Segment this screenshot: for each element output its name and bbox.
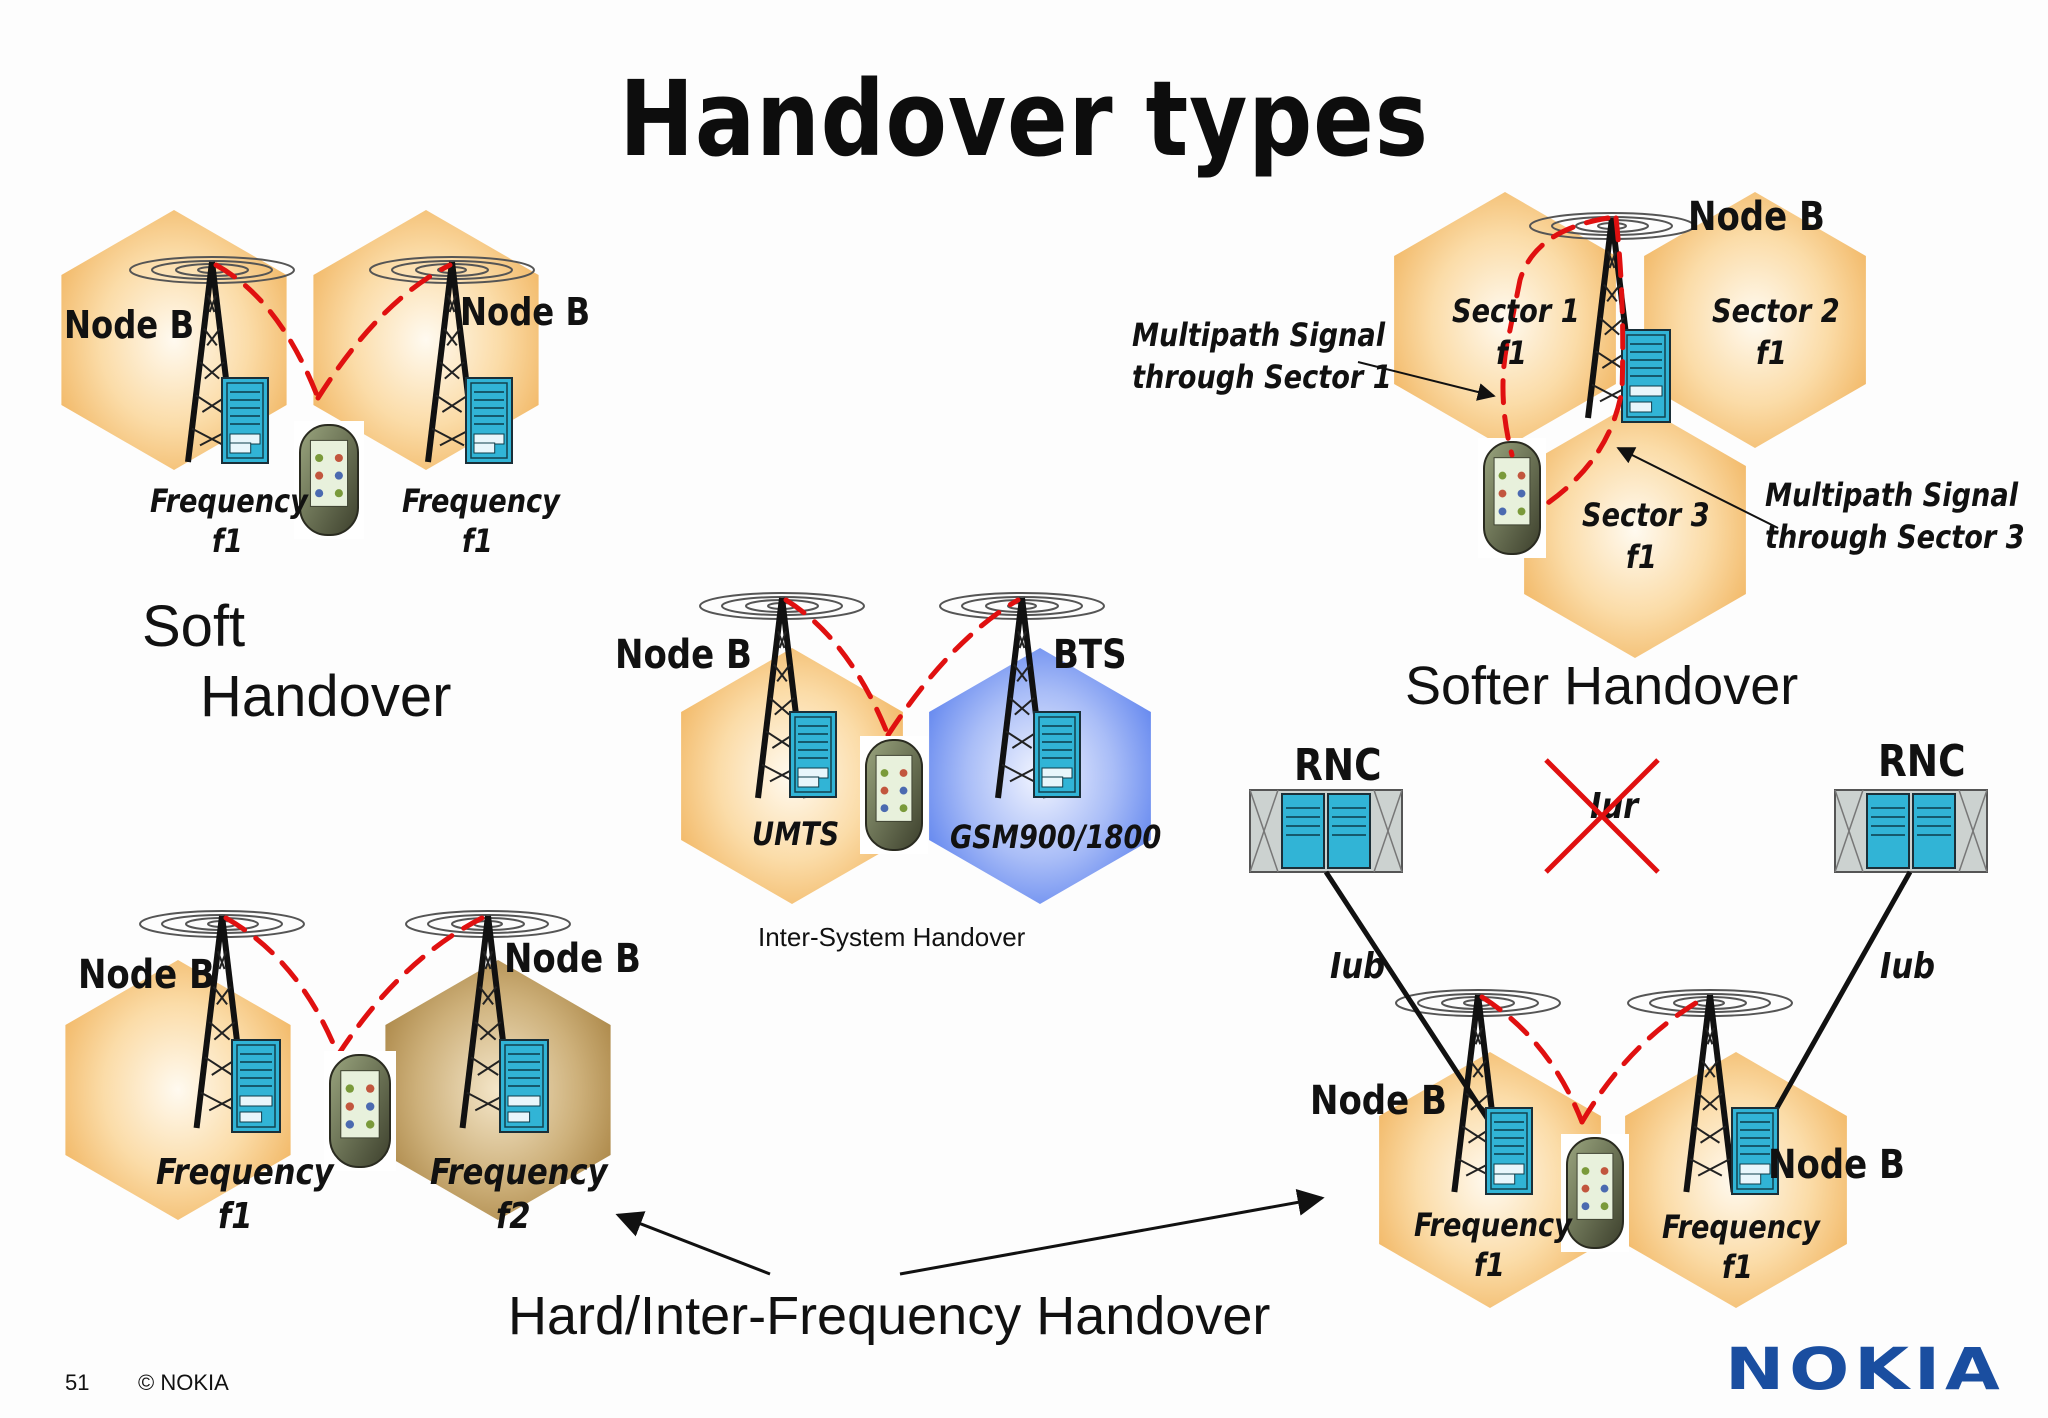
- rnc-phone: [1561, 1134, 1629, 1252]
- rnc-right-freq-value: f1: [1722, 1249, 1753, 1287]
- softer-cabinet: [1621, 329, 1671, 423]
- multipath3-arrow: [1616, 447, 1779, 529]
- left-iub-link: [1323, 870, 1503, 1140]
- hard-left-signal: [223, 915, 341, 1058]
- right-iub-link: [1757, 870, 1913, 1140]
- intersystem-phone: [860, 736, 928, 854]
- soft-left-signal: [213, 262, 321, 401]
- rnc-right-signal: [1579, 994, 1709, 1125]
- rnc-left-freq-label: Frequency: [1414, 1207, 1573, 1245]
- hard-phone: [324, 1051, 396, 1171]
- iur-cross-line-b: [1544, 758, 1660, 874]
- rnc-left-cabinet: [1485, 1107, 1533, 1195]
- softer-sector2-freq: f1: [1756, 335, 1787, 373]
- left-iub-label: Iub: [1330, 945, 1385, 987]
- rnc-right-freq-label: Frequency: [1662, 1209, 1821, 1247]
- copyright: © NOKIA: [138, 1370, 229, 1395]
- hard-left-freq-label: Frequency: [156, 1151, 335, 1193]
- softer-phone: [1478, 438, 1546, 558]
- soft-right-cabinet: [465, 377, 513, 464]
- rnc-left-signal: [1479, 994, 1585, 1125]
- slide-title: Handover types: [619, 58, 1429, 180]
- soft-left-freq-value: f1: [212, 523, 243, 561]
- rnc-right-node: Node B: [1768, 1141, 1905, 1187]
- hard-left-freq-value: f1: [218, 1195, 253, 1237]
- intersystem-left-node: Node B: [615, 631, 752, 677]
- rnc-right-cabinet: [1731, 1107, 1779, 1195]
- multipath1-line1: Multipath Signal: [1132, 317, 1386, 355]
- multipath1-line2: through Sector 1: [1132, 359, 1392, 397]
- softer-sector3-cell: [1524, 402, 1746, 658]
- left-rnc-label: RNC: [1294, 739, 1382, 791]
- softer-sector3-signal: [1542, 215, 1626, 508]
- soft-phone: [294, 421, 364, 539]
- umts-tower: [699, 592, 865, 799]
- intersystem-caption: Inter-System Handover: [758, 922, 1026, 952]
- hard-arrow-right: [899, 1189, 1325, 1276]
- gsm-label: GSM900/1800: [950, 819, 1161, 857]
- rnc-right-tower: [1627, 989, 1793, 1193]
- hard-arrow-left: [615, 1211, 771, 1276]
- softer-sector1-signal: [1500, 215, 1611, 458]
- intersystem-left-signal: [783, 597, 891, 738]
- soft-right-freq-label: Frequency: [402, 483, 561, 521]
- multipath1-arrow: [1357, 361, 1496, 401]
- softer-node-label: Node B: [1688, 193, 1825, 239]
- hard-right-signal: [335, 915, 485, 1058]
- left-rnc-equipment: [1249, 789, 1403, 873]
- rnc-left-freq-value: f1: [1474, 1247, 1505, 1285]
- right-rnc-equipment: [1834, 789, 1988, 873]
- gsm-cabinet: [1033, 711, 1081, 798]
- umts-cabinet: [789, 711, 837, 798]
- hard-right-node: Node B: [504, 935, 641, 981]
- soft-right-freq-value: f1: [462, 523, 493, 561]
- right-iub-label: Iub: [1880, 945, 1935, 987]
- multipath3-line2: through Sector 3: [1765, 519, 2025, 557]
- right-rnc-label: RNC: [1878, 735, 1966, 787]
- hard-left-node: Node B: [78, 951, 215, 997]
- hard-right-cabinet: [499, 1039, 549, 1133]
- hard-left-tower: [139, 910, 305, 1129]
- soft-caption-line1: Soft: [142, 594, 245, 659]
- soft-left-cabinet: [221, 377, 269, 464]
- page-number: 51: [65, 1370, 90, 1395]
- softer-sector2-cell: [1644, 192, 1866, 448]
- soft-left-freq-label: Frequency: [150, 483, 309, 521]
- softer-sector3-freq: f1: [1626, 539, 1657, 577]
- hard-caption: Hard/Inter-Frequency Handover: [508, 1286, 1270, 1346]
- hard-right-freq-value: f2: [496, 1195, 531, 1237]
- softer-sector1-freq: f1: [1496, 335, 1527, 373]
- soft-left-node-label: Node B: [64, 304, 194, 348]
- hard-right-freq-label: Frequency: [430, 1151, 609, 1193]
- soft-caption-line2: Handover: [200, 664, 451, 729]
- softer-sector3-label: Sector 3: [1582, 497, 1710, 535]
- hard-right-cell: [385, 960, 611, 1220]
- rnc-left-node: Node B: [1310, 1077, 1447, 1123]
- softer-sector1-label: Sector 1: [1452, 293, 1580, 331]
- hard-left-cabinet: [231, 1039, 281, 1133]
- umts-label: UMTS: [752, 816, 839, 854]
- softer-caption: Softer Handover: [1405, 656, 1798, 716]
- soft-right-node-label: Node B: [460, 291, 590, 335]
- multipath3-line1: Multipath Signal: [1765, 477, 2019, 515]
- intersystem-right-node: BTS: [1053, 631, 1127, 677]
- nokia-logo: NOKIA: [1725, 1335, 2005, 1403]
- softer-sector2-label: Sector 2: [1712, 293, 1840, 331]
